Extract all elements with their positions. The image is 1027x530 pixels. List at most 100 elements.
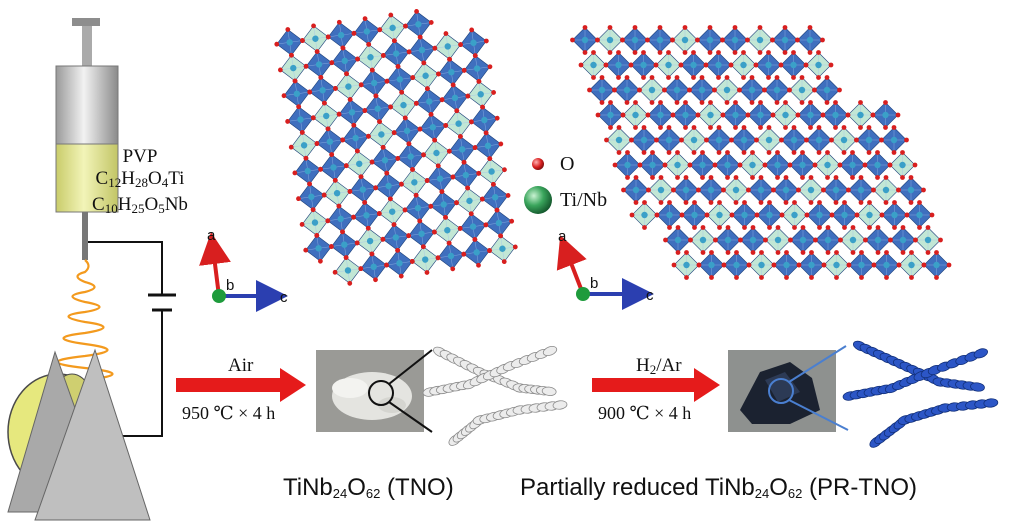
metal-atom: [890, 136, 898, 144]
metal-atom: [782, 186, 790, 194]
oxygen-atom: [784, 250, 789, 255]
metal-atom: [723, 86, 731, 94]
oxygen-atom: [472, 145, 478, 150]
oxygen-atom: [816, 50, 821, 55]
oxygen-atom: [695, 112, 701, 118]
oxygen-atom: [713, 237, 718, 243]
oxygen-atom: [691, 50, 696, 55]
oxygen-atom: [728, 62, 734, 68]
power-supply-circuit: [88, 241, 176, 437]
oxygen-atom: [450, 174, 456, 180]
oxygen-atom: [946, 262, 952, 268]
metal-atom: [392, 234, 400, 241]
oxygen-atom: [410, 167, 415, 172]
oxygen-atom: [417, 218, 423, 224]
metal-atom: [418, 46, 426, 54]
oxygen-atom: [333, 86, 338, 91]
oxygen-atom: [658, 100, 663, 105]
oxygen-atom: [875, 250, 881, 255]
nanofiber-bead: [970, 382, 985, 392]
oxygen-atom: [621, 187, 626, 193]
oxygen-atom: [325, 126, 331, 132]
metal-atom: [773, 86, 781, 94]
plunger-rod: [82, 26, 92, 66]
oxygen-atom: [369, 159, 375, 165]
oxygen-atom: [657, 25, 663, 30]
oxygen-atom: [917, 225, 922, 230]
oxygen-atom: [629, 137, 634, 143]
pvp-label: PVP: [122, 146, 158, 167]
oxygen-atom: [343, 255, 349, 260]
oxygen-atom: [321, 192, 327, 198]
oxygen-atom: [858, 125, 863, 130]
oxygen-atom: [871, 187, 876, 193]
oxygen-atom: [376, 211, 382, 216]
oxygen-atom: [800, 150, 805, 155]
metal-atom: [418, 230, 425, 238]
ti-precursor-label: C12H28O4Ti: [95, 168, 185, 190]
oxygen-atom: [741, 125, 747, 130]
oxygen-atom: [595, 37, 600, 43]
oxygen-atom: [782, 50, 788, 55]
oxygen-atom: [800, 175, 805, 180]
oxygen-atom: [696, 187, 701, 193]
tno-nanofiber-illustration: [422, 345, 568, 446]
metal-atom: [433, 149, 440, 157]
oxygen-atom: [443, 214, 448, 220]
metal-atom: [874, 236, 882, 244]
oxygen-atom: [887, 162, 893, 168]
metal-atom: [311, 219, 319, 226]
oxygen-atom: [850, 150, 855, 155]
oxygen-atom: [299, 130, 305, 135]
oxygen-atom: [783, 100, 788, 105]
metal-atom: [857, 111, 864, 119]
oxygen-atom: [775, 150, 780, 155]
oxygen-atom: [800, 225, 806, 230]
oxygen-atom: [812, 162, 818, 168]
metal-atom: [758, 261, 765, 269]
oxygen-atom: [285, 27, 291, 32]
metal-atom: [367, 54, 374, 61]
oxygen-atom: [879, 137, 884, 143]
oxygen-atom: [641, 75, 646, 80]
air-label: Air: [228, 355, 254, 376]
oxygen-atom: [646, 187, 651, 193]
oxygen-atom: [377, 119, 382, 125]
metal-atom: [933, 261, 940, 269]
metal-atom: [319, 87, 326, 94]
oxygen-atom: [758, 175, 764, 180]
oxygen-atom: [641, 50, 646, 55]
metal-atom: [436, 175, 444, 182]
metal-atom: [415, 21, 422, 28]
oxygen-atom: [684, 250, 689, 255]
oxygen-atom: [808, 175, 814, 180]
oxygen-atom: [340, 137, 346, 143]
oxygen-atom: [892, 225, 897, 230]
oxygen-atom: [358, 266, 364, 272]
oxygen-atom: [446, 148, 452, 154]
oxygen-atom: [633, 200, 639, 205]
oxygen-atom: [591, 75, 596, 80]
syringe: [55, 18, 119, 260]
oxygen-atom: [934, 275, 939, 280]
metal-atom: [459, 146, 466, 153]
oxygen-atom: [420, 244, 426, 250]
oxygen-atom: [799, 100, 805, 105]
oxygen-atom: [399, 181, 404, 187]
oxygen-atom: [796, 187, 801, 193]
pr-tno-nanofiber-illustration: [842, 340, 999, 448]
tno-product-label: TiNb24O62 (TNO): [283, 474, 454, 501]
oxygen-atom: [816, 125, 822, 130]
pr-tno-product-label: Partially reduced TiNb24O62 (PR-TNO): [520, 474, 918, 501]
metal-atom: [469, 223, 477, 230]
oxygen-atom: [691, 75, 696, 80]
metal-atom: [389, 208, 396, 215]
oxygen-atom: [667, 225, 672, 230]
metal-atom: [682, 111, 689, 119]
oxygen-atom: [684, 275, 689, 280]
needle: [82, 212, 88, 260]
oxygen-atom: [483, 130, 489, 136]
oxygen-atom: [791, 150, 797, 155]
nanofiber-bead: [541, 386, 557, 396]
